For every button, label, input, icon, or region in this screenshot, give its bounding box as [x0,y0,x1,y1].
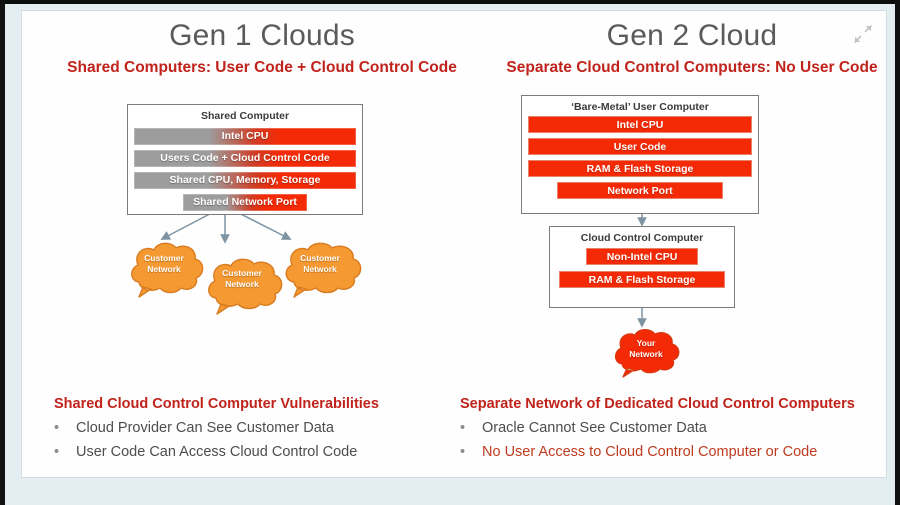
shared-bar-intel-cpu: Intel CPU [134,128,356,145]
right-footer-bullet-1: • Oracle Cannot See Customer Data [460,420,707,436]
bullet-marker-icon: • [460,444,466,460]
left-footer-bullet-2: • User Code Can Access Cloud Control Code [54,444,357,460]
shared-bar-network-port: Shared Network Port [183,194,307,211]
bullet-marker-icon: • [54,420,60,436]
cloud-label: Customer Network [274,253,366,275]
cloud-label-line1: Customer [300,253,340,263]
frame-edge-top [0,0,900,4]
customer-network-cloud-2: Customer Network [197,254,287,316]
cloud-label-line2: Network [303,264,337,274]
bullet-text: Cloud Provider Can See Customer Data [76,420,334,436]
frame-edge-right [895,0,900,505]
cloud-label: Customer Network [197,268,287,290]
cloud-label-line2: Network [225,279,259,289]
cloud-label-line1: Your [636,338,656,348]
cloud-label-line1: Customer [222,268,262,278]
bullet-text: Oracle Cannot See Customer Data [482,420,707,436]
your-network-cloud: Your Network [606,326,686,378]
right-footer-title: Separate Network of Dedicated Cloud Cont… [460,396,855,412]
baremetal-bar-user-code: User Code [528,138,752,155]
gen1-title: Gen 1 Clouds [169,19,355,52]
baremetal-bar-intel-cpu: Intel CPU [528,116,752,133]
shared-bar-cpu-memory-storage: Shared CPU, Memory, Storage [134,172,356,189]
shared-computer-caption: Shared Computer [200,110,290,122]
cloud-control-computer-box: Cloud Control Computer [549,226,735,308]
cloud-label: Customer Network [121,253,207,275]
right-footer-bullet-2: • No User Access to Cloud Control Compute… [460,444,817,460]
bullet-marker-icon: • [460,420,466,436]
left-footer-bullet-1: • Cloud Provider Can See Customer Data [54,420,334,436]
left-footer-title: Shared Cloud Control Computer Vulnerabil… [54,396,379,412]
cloud-label-line2: Network [629,349,663,359]
expand-diagonal-icon[interactable] [852,23,874,45]
cloud-label: Your Network [606,338,686,360]
bare-metal-caption: ‘Bare-Metal’ User Computer [571,101,709,113]
bullet-text: User Code Can Access Cloud Control Code [76,444,358,460]
shared-bar-user-code: Users Code + Cloud Control Code [134,150,356,167]
bullet-marker-icon: • [54,444,60,460]
cloud-label-line1: Customer [144,253,184,263]
gen2-title: Gen 2 Cloud [606,19,778,52]
slide-canvas: Gen 1 Clouds Shared Computers: User Code… [21,10,887,478]
gen2-subtitle: Separate Cloud Control Computers: No Use… [506,59,878,76]
baremetal-bar-ram-flash-storage: RAM & Flash Storage [528,160,752,177]
customer-network-cloud-1: Customer Network [121,239,207,299]
baremetal-bar-network-port: Network Port [557,182,723,199]
cloud-label-line2: Network [147,264,181,274]
control-bar-non-intel-cpu: Non-Intel CPU [586,248,698,265]
control-bar-ram-flash-storage: RAM & Flash Storage [559,271,725,288]
gen1-subtitle: Shared Computers: User Code + Cloud Cont… [67,59,457,76]
cloud-control-caption: Cloud Control Computer [580,232,704,244]
frame-edge-left [0,0,5,505]
bullet-text: No User Access to Cloud Control Computer… [482,444,818,460]
viewer-bottom-strip [5,478,895,505]
customer-network-cloud-3: Customer Network [274,239,366,299]
